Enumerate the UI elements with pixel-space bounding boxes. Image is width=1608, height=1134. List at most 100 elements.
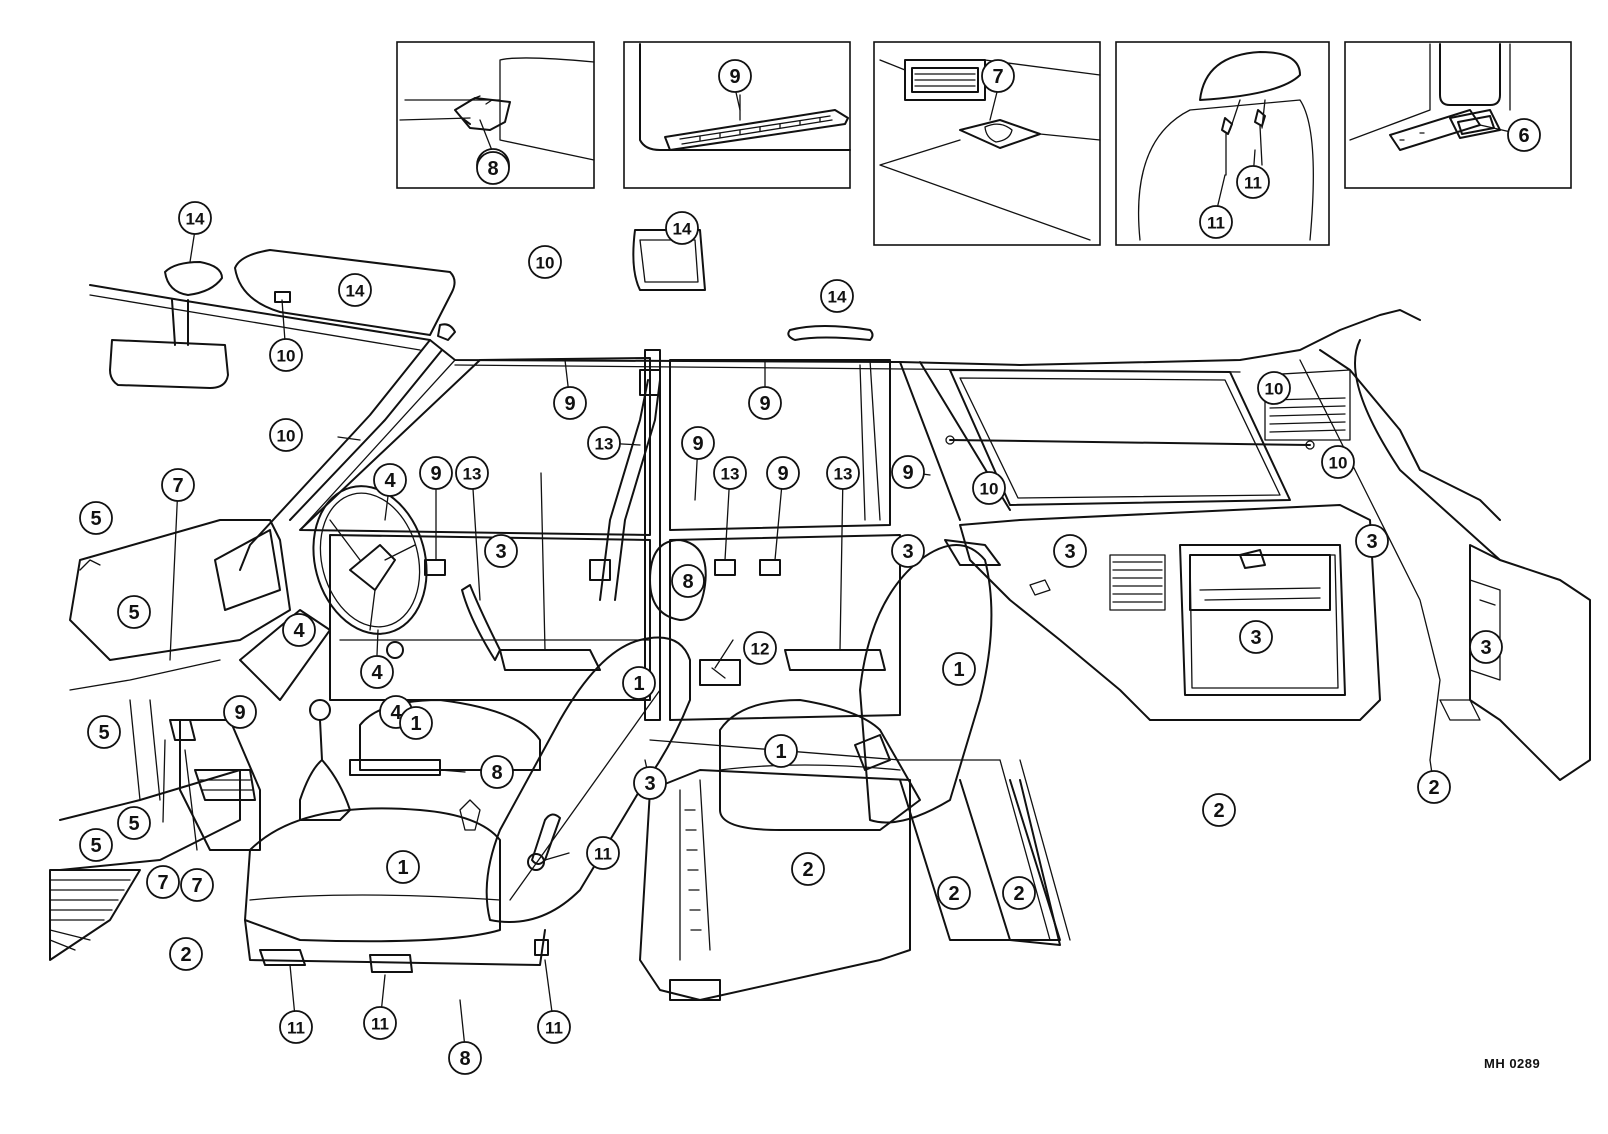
callout-part-13: 13 xyxy=(587,426,621,460)
callout-part-5: 5 xyxy=(79,501,113,535)
callout-circle xyxy=(1053,534,1087,568)
callout-circle xyxy=(586,836,620,870)
callout-label: 1 xyxy=(397,857,408,879)
callout-label: 14 xyxy=(673,220,692,239)
callout-circle xyxy=(764,734,798,768)
callout-circle xyxy=(665,211,699,245)
callout-label: 1 xyxy=(410,713,421,735)
callout-label: 3 xyxy=(1250,627,1261,649)
callout-label: 11 xyxy=(545,1019,563,1038)
callout-part-10: 10 xyxy=(972,471,1006,505)
callout-part-10: 10 xyxy=(1321,445,1355,479)
callout-part-2: 2 xyxy=(1417,770,1451,804)
callout-label: 8 xyxy=(682,571,693,593)
callout-circle xyxy=(338,273,372,307)
callout-part-9: 9 xyxy=(718,59,752,93)
callout-circle xyxy=(622,666,656,700)
callout-label: 4 xyxy=(390,702,402,724)
callout-circle xyxy=(1202,793,1236,827)
callout-label: 14 xyxy=(346,282,365,301)
callout-part-9: 9 xyxy=(748,386,782,420)
callout-label: 9 xyxy=(777,463,788,485)
callout-circle xyxy=(480,755,514,789)
callout-circle xyxy=(279,1010,313,1044)
callout-circle xyxy=(891,455,925,489)
callout-circle xyxy=(743,631,777,665)
callout-circle xyxy=(117,806,151,840)
callout-label: 10 xyxy=(277,427,296,446)
callout-circle xyxy=(448,1041,482,1075)
callout-part-2: 2 xyxy=(1002,876,1036,910)
callout-label: 3 xyxy=(495,541,506,563)
callout-circle xyxy=(282,613,316,647)
callout-circle xyxy=(553,386,587,420)
callout-label: 8 xyxy=(491,762,502,784)
callout-circle xyxy=(180,868,214,902)
callout-label: 3 xyxy=(902,541,913,563)
callout-label: 9 xyxy=(564,393,575,415)
callout-label: 3 xyxy=(644,773,655,795)
callout-part-10: 10 xyxy=(1257,371,1291,405)
callout-part-3: 3 xyxy=(633,766,667,800)
callout-label: 10 xyxy=(1265,380,1284,399)
callout-part-5: 5 xyxy=(117,806,151,840)
callout-part-2: 2 xyxy=(1202,793,1236,827)
callout-part-2: 2 xyxy=(169,937,203,971)
callout-part-3: 3 xyxy=(1239,620,1273,654)
callout-circle xyxy=(1355,524,1389,558)
callout-circle xyxy=(891,534,925,568)
callout-circle xyxy=(791,852,825,886)
callout-label: 5 xyxy=(128,813,139,835)
callout-part-1: 1 xyxy=(942,652,976,686)
detail-inset-scuff-plate xyxy=(623,41,851,189)
callout-circle xyxy=(1321,445,1355,479)
callout-circle xyxy=(87,715,121,749)
callout-label: 4 xyxy=(371,662,383,684)
callout-part-1: 1 xyxy=(386,850,420,884)
callout-part-6: 6 xyxy=(1507,118,1541,152)
callout-label: 2 xyxy=(1013,883,1024,905)
callout-circle xyxy=(713,456,747,490)
callout-part-3: 3 xyxy=(891,534,925,568)
callout-label: 5 xyxy=(90,508,101,530)
callout-circle xyxy=(476,151,510,185)
callout-label: 11 xyxy=(1244,174,1262,193)
callout-part-1: 1 xyxy=(622,666,656,700)
callout-circle xyxy=(1002,876,1036,910)
callout-label: 1 xyxy=(775,741,786,763)
callout-part-2: 2 xyxy=(937,876,971,910)
callout-label: 8 xyxy=(487,158,498,180)
callout-circle xyxy=(972,471,1006,505)
callout-circle xyxy=(79,828,113,862)
callout-circle xyxy=(269,338,303,372)
callout-label: 9 xyxy=(234,702,245,724)
callout-circle xyxy=(942,652,976,686)
callout-part-9: 9 xyxy=(223,695,257,729)
callout-label: 10 xyxy=(1329,454,1348,473)
cabin-main-drawing xyxy=(49,229,1591,1001)
callout-label: 7 xyxy=(992,66,1003,88)
callout-label: 13 xyxy=(721,465,740,484)
callout-part-2: 2 xyxy=(791,852,825,886)
callout-part-4: 4 xyxy=(379,695,413,729)
detail-inset-trunk-latch xyxy=(1344,41,1572,189)
callout-label: 6 xyxy=(1518,125,1529,147)
callout-part-9: 9 xyxy=(553,386,587,420)
callout-circle xyxy=(117,595,151,629)
callout-part-13: 13 xyxy=(455,456,489,490)
callout-circle xyxy=(1417,770,1451,804)
callout-part-8: 8 xyxy=(671,564,705,598)
callout-circle xyxy=(718,59,752,93)
callout-part-3: 3 xyxy=(1355,524,1389,558)
callout-circle xyxy=(484,534,518,568)
callout-part-9: 9 xyxy=(681,426,715,460)
callout-label: 4 xyxy=(293,620,305,642)
callout-part-9: 9 xyxy=(891,455,925,489)
callout-circle xyxy=(399,706,433,740)
callout-label: 9 xyxy=(430,463,441,485)
callout-label: 4 xyxy=(384,470,396,492)
callout-part-11: 11 xyxy=(1199,205,1233,239)
callout-label: 3 xyxy=(1064,541,1075,563)
callout-circle xyxy=(937,876,971,910)
